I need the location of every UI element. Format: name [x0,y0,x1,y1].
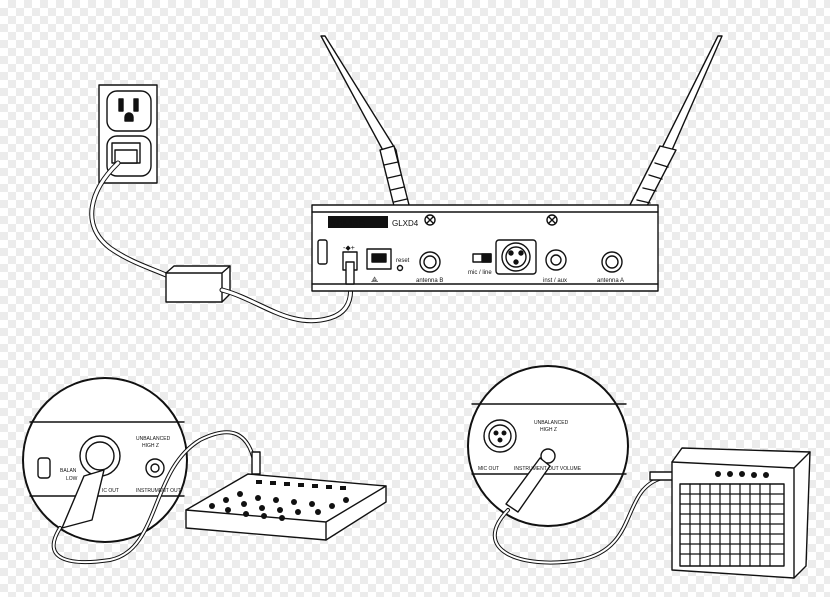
right-mic-out-label: MIC OUT [478,466,499,472]
left-instrument-out-label: INSTRUMENT OUT [136,488,181,494]
dc-cable [219,279,354,324]
antenna-a-label: antenna A [597,278,624,284]
right-instrument-out-label: INSTRUMENT OUT VOLUME [514,466,582,472]
left-balanced-label-2: LOW [66,476,78,482]
model-label: GLXD4 [392,219,419,228]
left-unbalanced-label-1: UNBALANCED [136,436,171,442]
right-zoom-circle [467,365,629,527]
reset-label: reset [396,258,410,264]
mic-line-label: mic / line [468,270,492,276]
amplifier [671,447,811,579]
left-unbalanced-label-2: HIGH Z [142,443,159,449]
power-adapter [165,265,231,303]
right-unbalanced-label-2: HIGH Z [540,427,557,433]
power-cable [89,160,169,278]
left-balanced-label-1: BALAN [60,468,77,474]
usb-icon: ⟁ [371,275,378,284]
left-mic-out-label: IC OUT [102,488,119,494]
left-zoom-circle [22,377,188,543]
antenna-b-label: antenna B [416,278,443,284]
receiver-unit [311,204,659,292]
power-symbol: -◆+ [343,245,355,252]
wall-outlet [98,84,158,184]
brand-logo: SHURE [330,218,365,229]
mixer [185,473,387,541]
right-unbalanced-label-1: UNBALANCED [534,420,569,426]
inst-aux-label: inst / aux [543,278,567,284]
